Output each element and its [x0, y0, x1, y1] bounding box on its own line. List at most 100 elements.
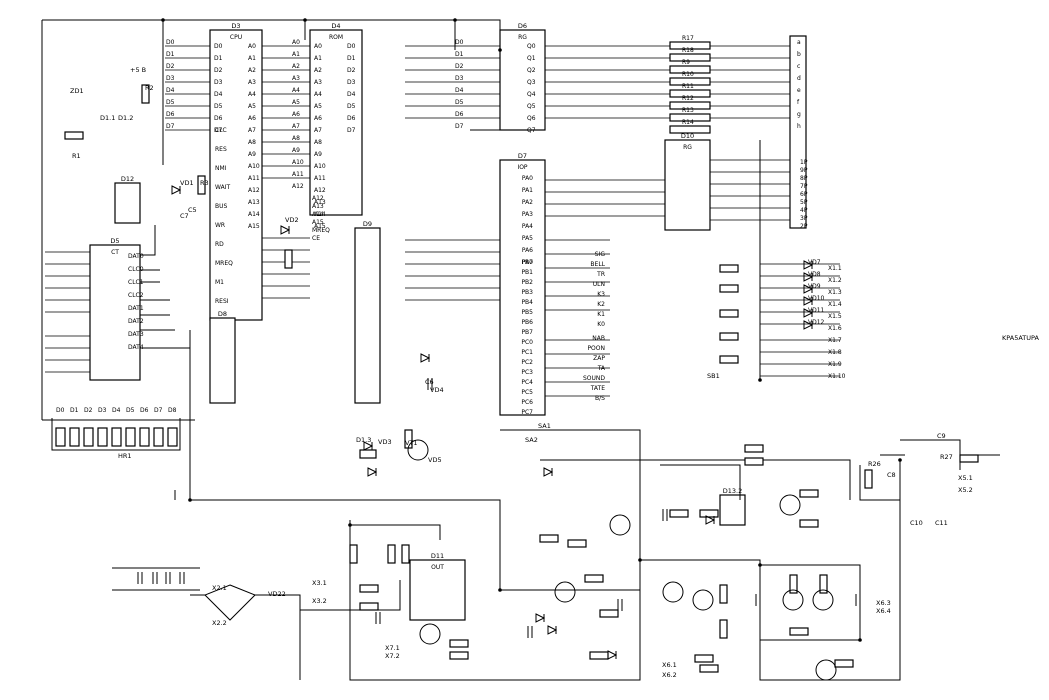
- component-label: C8: [887, 471, 896, 479]
- iop-pc-pin: PC5: [521, 389, 533, 396]
- iop-pc-pin: PC1: [521, 349, 533, 356]
- cpu-addr-pin: A15: [248, 223, 260, 230]
- resistor-symbol: [359, 449, 377, 459]
- component-label: X6.4: [876, 607, 891, 615]
- resistor-symbol: [401, 544, 410, 564]
- chip-name-d6: RG: [518, 34, 527, 41]
- resistor-symbol: [799, 519, 819, 528]
- iop-pc-pin: PC7: [521, 409, 533, 416]
- cpu-control-pin: CLC: [215, 127, 227, 134]
- chip-body-d13: [719, 494, 746, 526]
- diode-label: VD8: [808, 271, 821, 278]
- rom-ctrl-pin: A15: [312, 219, 324, 226]
- capacitor-symbol: [152, 572, 158, 584]
- cpu-data-pin: D0: [214, 43, 223, 50]
- bus-data-label: D6: [166, 111, 175, 118]
- ct-pin: DAT3: [128, 331, 144, 338]
- resistor-r10: [669, 77, 711, 86]
- component-label: VD1: [180, 179, 194, 187]
- iop-pb-pin: PB6: [521, 319, 533, 326]
- connector-x1: X1.4: [828, 301, 842, 308]
- rg-out-pin: Q7: [527, 127, 536, 134]
- resistor-symbol: [719, 284, 739, 293]
- iop-pa-pin: PA5: [522, 235, 533, 242]
- resistor-symbol: [834, 659, 854, 668]
- cpu-addr-pin: A9: [248, 151, 256, 158]
- component-label: X2.2: [212, 619, 227, 627]
- resistor-symbol: [699, 664, 719, 673]
- rom-ctrl-pin: MREQ: [312, 227, 330, 234]
- iop-signal-label: SOUND: [583, 375, 605, 382]
- iop-signal-label: B/S: [595, 395, 605, 402]
- led-segment: [167, 427, 178, 447]
- led-data-label: D4: [112, 407, 121, 414]
- iop-signal-label: NAB: [592, 335, 605, 342]
- segment-label: c: [797, 63, 800, 70]
- junction-dot: [348, 523, 352, 527]
- diode-symbol: [171, 185, 182, 195]
- ct-pin: CLC1: [128, 279, 144, 286]
- cpu-addr-pin: A11: [248, 175, 260, 182]
- component-label: VT1: [405, 439, 418, 447]
- rom-addr-pin: A0: [314, 43, 322, 50]
- d6-bus-label: D2: [455, 63, 464, 70]
- chip-ref-d9: D9: [363, 220, 372, 228]
- component-label: R2: [145, 84, 154, 92]
- transistor-symbol: [812, 589, 834, 611]
- iop-pa-pin: PA1: [522, 187, 533, 194]
- cpu-control-pin: NMI: [215, 165, 227, 172]
- segment-label: g: [797, 111, 801, 118]
- chip-ref-d13: D13.2: [723, 487, 742, 495]
- diode-symbol: [363, 441, 374, 451]
- chip-ref-d10: D10: [681, 132, 694, 140]
- ct-pin: CLC2: [128, 292, 144, 299]
- diode-symbol: [803, 284, 814, 294]
- component-label: X3.1: [312, 579, 327, 587]
- resistor-symbol: [449, 651, 469, 660]
- component-label: X6.3: [876, 599, 891, 607]
- rom-data-pin: D1: [347, 55, 356, 62]
- ct-pin: DAT2: [128, 318, 144, 325]
- resistor-symbol: [744, 457, 764, 466]
- chip-d13: D13.2: [719, 487, 746, 526]
- chip-body-d9: [354, 227, 381, 404]
- iop-pa-pin: PA7: [522, 259, 533, 266]
- bus-addr-label: A6: [292, 111, 300, 118]
- chip-body-d11: [409, 559, 466, 621]
- chip-name-d7: IOP: [517, 164, 527, 171]
- component-label: D1.2: [118, 114, 133, 122]
- iop-pb-pin: PB7: [521, 329, 533, 336]
- component-label: SA2: [525, 436, 538, 444]
- chip-group: D3CPUD4ROMD5CTD6RGD7IOPD8D9D10RGD11OUTD1…: [89, 22, 746, 621]
- resistor-label: R18: [682, 47, 694, 54]
- led-data-label: D1: [70, 407, 79, 414]
- cpu-addr-pin: A2: [248, 67, 256, 74]
- capacitor-symbol: [617, 599, 623, 611]
- component-label: KPA5ATUPA: [1002, 334, 1040, 342]
- resistor-symbol: [589, 651, 609, 660]
- component-label: R27: [940, 453, 953, 461]
- connector-pin: 3P: [800, 215, 808, 222]
- segment-label: a: [797, 39, 801, 46]
- iop-pa-pin: PA3: [522, 211, 533, 218]
- rom-addr-pin: A15: [314, 223, 326, 230]
- cpu-data-pin: D5: [214, 103, 223, 110]
- cpu-control-pin: MREQ: [215, 260, 233, 267]
- iop-pa-pin: PA6: [522, 247, 533, 254]
- led-segment: [69, 427, 80, 447]
- chip-name-d10: RG: [683, 144, 692, 151]
- d6-bus-label: D4: [455, 87, 464, 94]
- led-segment: [153, 427, 164, 447]
- capacitor-symbol: [427, 378, 433, 390]
- iop-signal-label: TA: [597, 365, 606, 372]
- cpu-addr-pin: A0: [248, 43, 256, 50]
- component-label: C11: [935, 519, 948, 527]
- rom-addr-pin: A8: [314, 139, 322, 146]
- cpu-control-pin: RD: [215, 241, 224, 248]
- resistor-symbol: [694, 654, 714, 663]
- iop-signal-label: BELL: [590, 261, 605, 268]
